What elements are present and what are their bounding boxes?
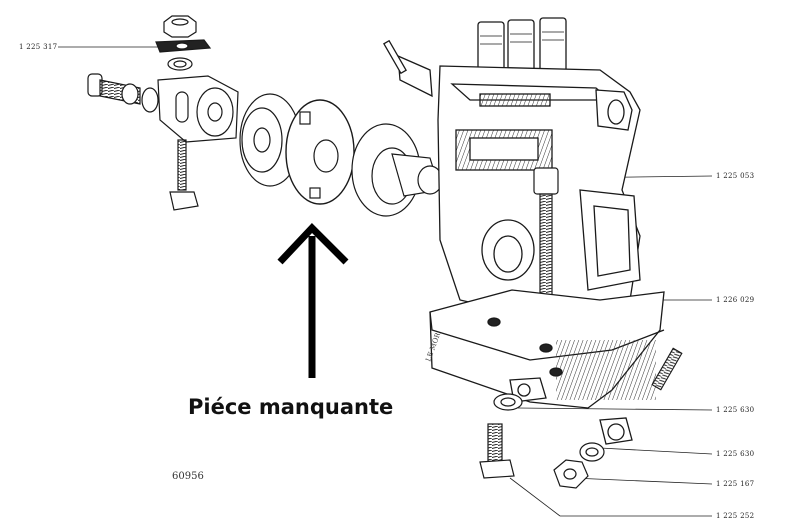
base-plate: [429, 289, 665, 445]
pointer-arrow: [277, 222, 349, 378]
plate-number: 60956: [172, 471, 204, 482]
coupling-discs: [239, 93, 443, 217]
part-number-label: 1 225 252: [716, 512, 755, 520]
fasteners: [479, 393, 605, 489]
long-stud: [533, 167, 559, 307]
missing-part-caption: Piéce manquante: [188, 395, 394, 419]
part-number-label: 1 225 053: [716, 172, 755, 180]
part-number-label: 1 225 630: [716, 406, 755, 414]
part-number-label: 1 225 630: [716, 450, 755, 458]
coupling-bracket: [87, 73, 239, 211]
top-nut-washer: [155, 15, 212, 71]
part-number-label: 1 225 317: [19, 43, 58, 51]
part-number-label: 1 226 029: [716, 296, 755, 304]
side-stud: [651, 347, 683, 391]
part-number-label: 1 225 167: [716, 480, 755, 488]
